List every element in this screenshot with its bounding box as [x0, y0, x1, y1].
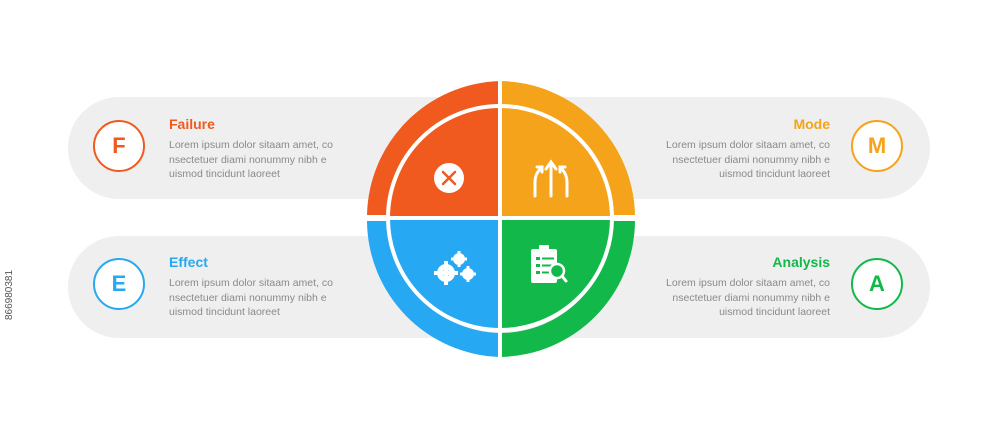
analysis-text-block: Analysis Lorem ipsum dolor sitaam amet, …: [650, 254, 830, 320]
effect-description: Lorem ipsum dolor sitaam amet, co nsecte…: [169, 277, 333, 318]
mode-quadrant: [500, 107, 611, 218]
effect-outer-arc: [367, 221, 500, 357]
mode-text-block: Mode Lorem ipsum dolor sitaam amet, co n…: [650, 116, 830, 182]
quadrant-circle-diagram: [360, 75, 640, 360]
failure-description: Lorem ipsum dolor sitaam amet, co nsecte…: [169, 139, 333, 180]
gears-icon: [434, 251, 476, 285]
stock-id-watermark: 866980381: [4, 269, 15, 320]
clipboard-search-icon: [531, 245, 568, 283]
failure-letter-circle: F: [93, 120, 145, 172]
failure-outer-arc: [367, 81, 500, 215]
effect-letter-circle: E: [93, 258, 145, 310]
analysis-outer-arc: [500, 221, 635, 357]
mode-outer-arc: [500, 81, 635, 215]
failure-title: Failure: [169, 116, 215, 132]
analysis-letter-circle: A: [851, 258, 903, 310]
failure-quadrant: [389, 107, 500, 218]
analysis-description: Lorem ipsum dolor sitaam amet, co nsecte…: [666, 277, 830, 318]
effect-text-block: Effect Lorem ipsum dolor sitaam amet, co…: [169, 254, 349, 320]
x-circle-icon: [434, 163, 464, 193]
mode-letter-circle: M: [851, 120, 903, 172]
analysis-title: Analysis: [772, 254, 830, 270]
mode-title: Mode: [793, 116, 830, 132]
failure-text-block: Failure Lorem ipsum dolor sitaam amet, c…: [169, 116, 349, 182]
split-arrows-icon: [533, 159, 569, 198]
mode-description: Lorem ipsum dolor sitaam amet, co nsecte…: [666, 139, 830, 180]
effect-title: Effect: [169, 254, 208, 270]
